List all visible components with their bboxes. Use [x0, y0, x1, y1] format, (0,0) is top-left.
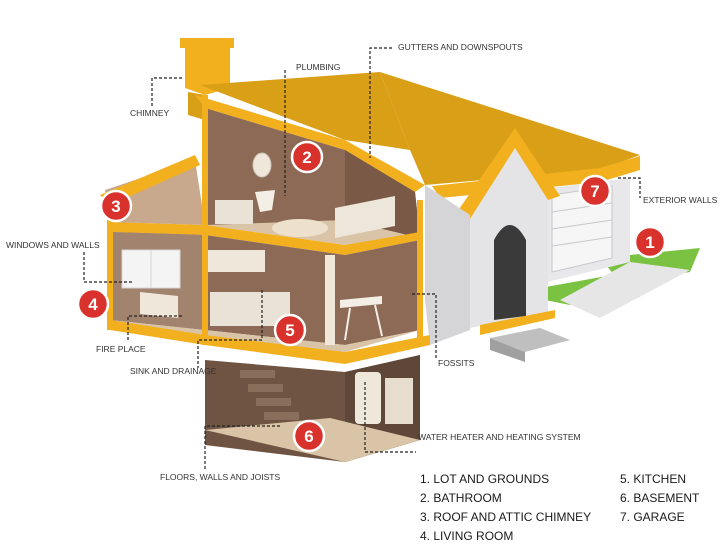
- entry-base-trim: [480, 310, 555, 335]
- upper-floor-slab: [110, 222, 420, 255]
- upper-roof: [200, 72, 410, 150]
- leader-windows-walls: [83, 252, 132, 283]
- leader-water-heater: [364, 382, 416, 453]
- main-floor-slab: [110, 320, 430, 364]
- legend: 1. LOT AND GROUNDS 2. BATHROOM 3. ROOF A…: [420, 470, 720, 550]
- leader-chimney: [151, 77, 182, 108]
- svg-text:7: 7: [590, 182, 599, 201]
- leader-fire-place: [127, 315, 182, 342]
- legend-item: 2. BATHROOM: [420, 491, 502, 505]
- callout-fossits: FOSSITS: [438, 358, 475, 368]
- water-heater: [355, 372, 381, 424]
- svg-text:1: 1: [645, 233, 654, 252]
- callout-exterior-walls: EXTERIOR WALLS: [643, 195, 718, 205]
- main-roof: [380, 72, 640, 185]
- callout-gutters: GUTTERS AND DOWNSPOUTS: [398, 42, 523, 52]
- roof-truss-top: [195, 95, 425, 192]
- callout-chimney: CHIMNEY: [130, 108, 170, 118]
- leader-fossits: [412, 293, 437, 358]
- badge-7: 7: [578, 174, 612, 208]
- svg-text:5: 5: [285, 321, 294, 340]
- legend-column-1: 1. LOT AND GROUNDS 2. BATHROOM 3. ROOF A…: [420, 470, 591, 546]
- upper-cabinets: [205, 250, 265, 272]
- mirror: [252, 152, 272, 178]
- badge-1: 1: [633, 225, 667, 259]
- badge-4: 4: [76, 287, 110, 321]
- kitchen-counter: [210, 292, 290, 326]
- leader-floors: [204, 425, 280, 470]
- badge-5: 5: [273, 313, 307, 347]
- callout-fire-place: FIRE PLACE: [96, 344, 146, 354]
- vanity: [215, 200, 253, 224]
- svg-text:6: 6: [304, 427, 313, 446]
- legend-item: 4. LIVING ROOM: [420, 529, 514, 543]
- legend-item: 3. ROOF AND ATTIC CHIMNEY: [420, 510, 592, 524]
- support-column: [325, 255, 335, 345]
- svg-text:4: 4: [88, 295, 98, 314]
- badge-3: 3: [99, 189, 133, 223]
- furnace: [385, 378, 413, 424]
- badge-2: 2: [290, 140, 324, 174]
- legend-item: 5. KITCHEN: [620, 472, 687, 486]
- callout-sink-drainage: SINK AND DRAINAGE: [130, 366, 217, 376]
- basement-stairs: [240, 370, 299, 420]
- front-door: [494, 225, 526, 320]
- cutaway-frame: [107, 95, 423, 345]
- legend-item: 1. LOT AND GROUNDS: [420, 472, 550, 486]
- chimney-top: [185, 45, 230, 95]
- fireplace-block: [140, 292, 178, 318]
- svg-text:3: 3: [111, 197, 120, 216]
- svg-text:2: 2: [302, 148, 311, 167]
- leader-gutters: [369, 47, 392, 158]
- callout-water-heater: WATER HEATER AND HEATING SYSTEM: [418, 432, 581, 442]
- bathtub: [335, 196, 395, 238]
- sink: [255, 190, 275, 212]
- legend-item: 6. BASEMENT: [620, 491, 700, 505]
- callout-windows-walls: WINDOWS AND WALLS: [6, 240, 100, 250]
- callout-plumbing: PLUMBING: [296, 62, 340, 72]
- bath-rug: [272, 219, 328, 237]
- legend-column-2: 5. KITCHEN 6. BASEMENT 7. GARAGE: [620, 470, 699, 527]
- badge-6: 6: [292, 419, 326, 453]
- legend-item: 7. GARAGE: [620, 510, 685, 524]
- entry-gable-trim: [455, 128, 560, 222]
- leader-sink-drainage: [197, 290, 263, 368]
- callout-floors: FLOORS, WALLS AND JOISTS: [160, 472, 280, 482]
- driveway: [560, 262, 690, 318]
- leader-exterior-walls: [618, 177, 641, 198]
- bar-table: [340, 296, 382, 308]
